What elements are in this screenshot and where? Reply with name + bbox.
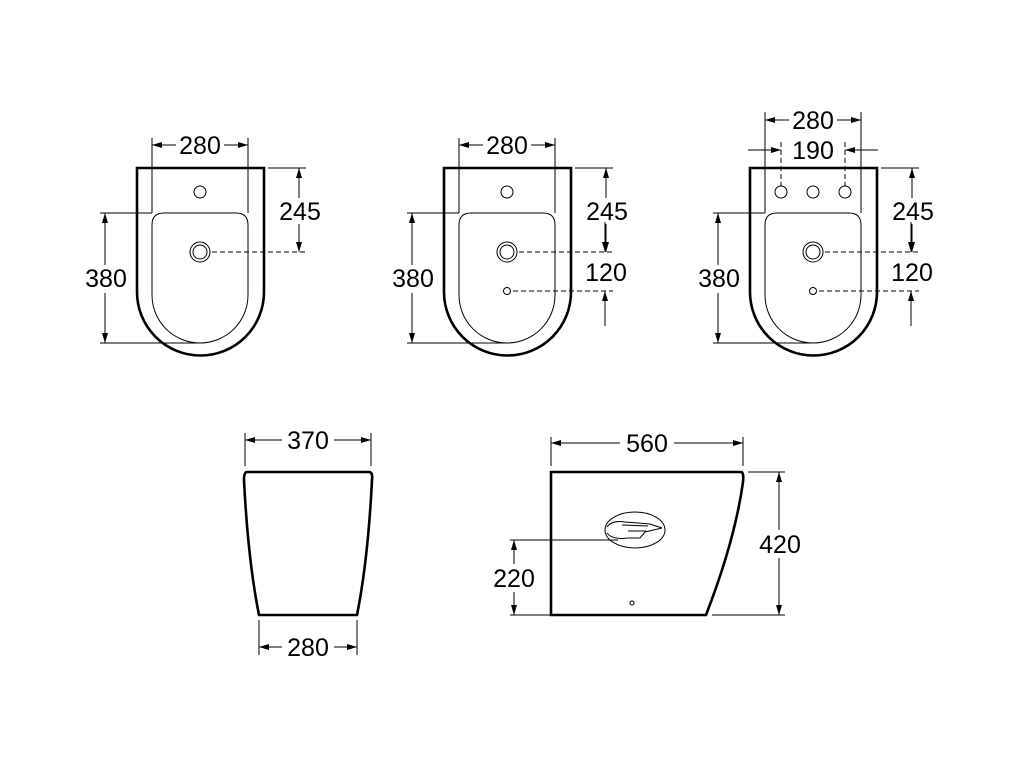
dim-height: 420 <box>759 531 801 559</box>
dim-drain-height: 245 <box>586 198 628 226</box>
dim-width: 280 <box>792 107 834 135</box>
dim-depth: 380 <box>392 265 434 293</box>
outlet-detail <box>604 511 666 549</box>
dim-drain-height: 245 <box>279 198 321 226</box>
top-view-three-hole: 280 190 245 120 380 <box>693 106 939 356</box>
top-view-single-hole: 280 245 380 <box>80 131 326 356</box>
dim-overflow-offset: 120 <box>585 259 627 287</box>
overflow-hole <box>809 287 817 295</box>
dim-depth: 380 <box>698 265 740 293</box>
overflow-hole <box>503 287 511 295</box>
dim-overflow-offset: 120 <box>891 259 933 287</box>
dim-depth: 380 <box>85 265 127 293</box>
fixing-hole <box>629 600 635 606</box>
side-view: 560 420 220 <box>488 429 806 617</box>
tap-hole-center <box>806 185 820 199</box>
dim-drain-height: 245 <box>892 198 934 226</box>
top-view-single-hole-overflow: 280 245 120 380 <box>387 131 633 356</box>
tap-hole-right <box>838 185 852 199</box>
dim-hole-spacing: 190 <box>792 137 834 165</box>
dim-width: 280 <box>179 132 221 160</box>
tap-hole <box>193 185 207 199</box>
front-view: 370 280 <box>242 426 374 662</box>
dim-bottom-width: 280 <box>287 634 329 662</box>
tap-hole <box>500 185 514 199</box>
dim-width: 280 <box>486 132 528 160</box>
dim-length: 560 <box>626 430 668 458</box>
tap-hole-left <box>774 185 788 199</box>
dim-outlet-height: 220 <box>493 565 535 593</box>
dim-top-width: 370 <box>287 427 329 455</box>
